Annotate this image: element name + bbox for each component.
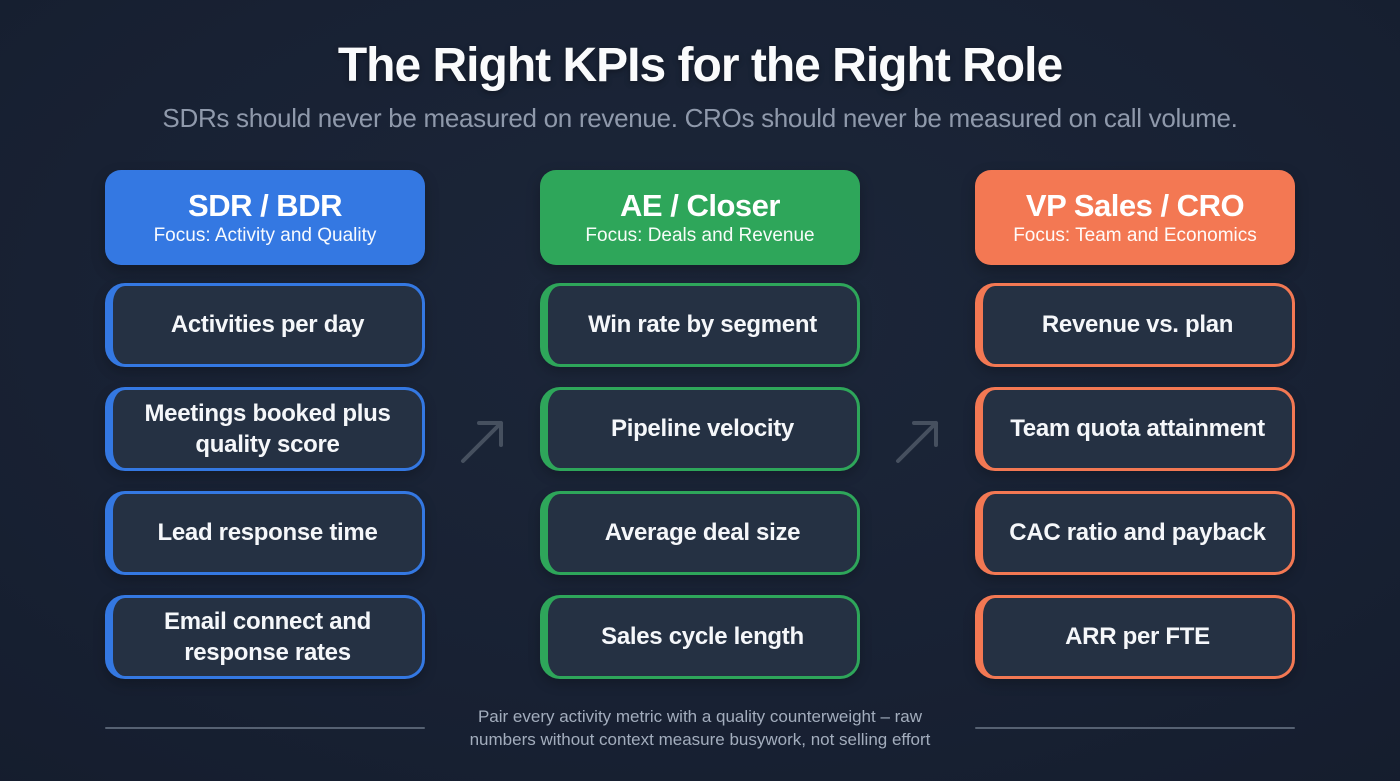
arrow-up-right-icon [896, 421, 938, 463]
kpi-label: Win rate by segment [588, 311, 817, 339]
kpi-card: Team quota attainment [975, 387, 1295, 471]
role-header-sdr-bdr: SDR / BDR Focus: Activity and Quality [105, 170, 425, 265]
kpi-card: Win rate by segment [540, 283, 860, 367]
page-subtitle: SDRs should never be measured on revenue… [162, 103, 1238, 133]
footer-divider-left [105, 727, 425, 730]
kpi-card: CAC ratio and payback [975, 491, 1295, 575]
kpi-card: Meetings booked plus quality score [105, 387, 425, 471]
role-focus: Focus: Deals and Revenue [585, 225, 815, 247]
kpi-label: Revenue vs. plan [1041, 311, 1234, 339]
kpi-label: Meetings booked plus quality score [144, 399, 391, 458]
kpi-card: Sales cycle length [540, 595, 860, 679]
kpi-card: ARR per FTE [975, 595, 1295, 679]
column-vp-cro: VP Sales / CRO Focus: Team and Economics… [975, 170, 1295, 679]
role-focus: Focus: Activity and Quality [153, 225, 377, 247]
footer-note: Pair every activity metric with a qualit… [469, 707, 931, 750]
footer: Pair every activity metric with a qualit… [105, 705, 1295, 752]
kpi-card: Lead response time [105, 491, 425, 575]
role-title: SDR / BDR [188, 187, 342, 223]
kpi-label: Average deal size [604, 519, 801, 547]
kpi-label: Sales cycle length [601, 623, 804, 651]
kpi-label: Activities per day [170, 311, 365, 339]
kpi-card: Pipeline velocity [540, 387, 860, 471]
column-sdr-bdr: SDR / BDR Focus: Activity and Quality Ac… [105, 170, 425, 679]
role-title: AE / Closer [620, 187, 780, 223]
kpi-board: SDR / BDR Focus: Activity and Quality Ac… [105, 170, 1295, 679]
role-focus: Focus: Team and Economics [1013, 225, 1257, 247]
footer-divider-right [975, 727, 1295, 730]
kpi-label: Lead response time [157, 519, 378, 547]
kpi-card: Activities per day [105, 283, 425, 367]
kpi-label: Email connect and response rates [164, 607, 371, 666]
role-title: VP Sales / CRO [1025, 187, 1245, 223]
arrow-up-right-icon [461, 421, 503, 463]
kpi-label: ARR per FTE [1065, 623, 1210, 651]
role-header-ae-closer: AE / Closer Focus: Deals and Revenue [540, 170, 860, 265]
page-title: The Right KPIs for the Right Role [337, 39, 1063, 92]
kpi-label: CAC ratio and payback [1009, 519, 1266, 547]
kpi-card: Email connect and response rates [105, 595, 425, 679]
role-header-vp-cro: VP Sales / CRO Focus: Team and Economics [975, 170, 1295, 265]
kpi-label: Team quota attainment [1010, 415, 1265, 443]
kpi-label: Pipeline velocity [611, 415, 794, 443]
column-ae-closer: AE / Closer Focus: Deals and Revenue Win… [540, 170, 860, 679]
kpi-card: Average deal size [540, 491, 860, 575]
kpi-card: Revenue vs. plan [975, 283, 1295, 367]
